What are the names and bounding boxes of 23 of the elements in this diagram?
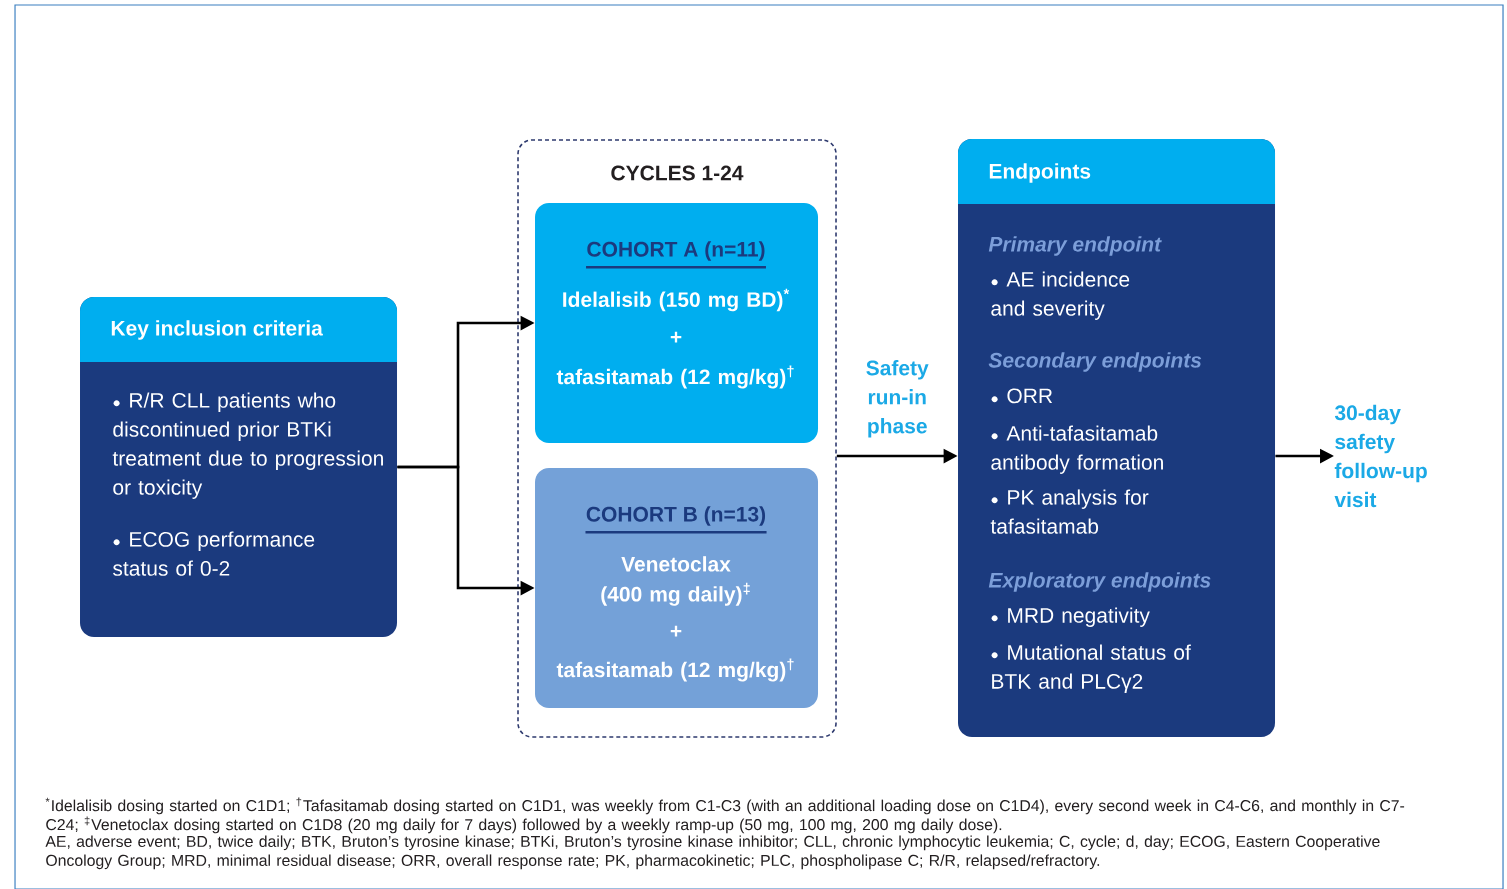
bullet-item: Mutational status of BTK and PLCγ2 (991, 644, 1191, 693)
dose-text: + (670, 625, 682, 637)
dose-text: Idelalisib (150 mg BD)$^{*}$ (563, 288, 790, 312)
bullet-item: ORR (991, 388, 1053, 404)
bullet-item: R/R CLL patients who discontinued prior BTKi treatment due to progression or toxicity (112, 392, 383, 499)
section-heading: Exploratory endpoints (988, 572, 1211, 592)
section-heading: Primary endpoint (988, 236, 1162, 256)
dose-text: tafasitamab (12 mg/kg)$^{†}$ (556, 658, 794, 682)
follow-up-text: 30-day safety follow-up visit (1334, 404, 1427, 508)
bullet-item: AE incidence and severity (991, 271, 1130, 320)
dose-text: Venetoclax (400 mg daily)$^{‡}$ (601, 556, 750, 606)
cohort-title: COHORT A (n=11) (586, 241, 766, 269)
footnote: $^{*}$Idelalisib dosing started on C1D1; $^{†}$Tafasitamab dosing started on C1D1, was weekly from C1-C3 (with an additional loading dose on C1D4), every second week in C4-C6, and monthly in C7-C24; $^{‡}$Venetoclax dosing started on C1D8 (20 mg daily for 7 days) followed by a weekly ramp-up (50 mg, 100 mg, 200 mg daily dose). (45, 797, 1405, 834)
section-heading: Secondary endpoints (988, 352, 1202, 372)
dose-text: + (670, 331, 682, 343)
cohort-title: COHORT B (n=13) (585, 506, 767, 534)
bullet-item: ECOG performance status of 0-2 (113, 531, 315, 576)
edge-label: Safety run-in phase (855, 358, 940, 440)
bullet-item: PK analysis for tafasitamab (990, 489, 1149, 534)
bullet-item: MRD negativity (991, 607, 1150, 627)
dose-text: tafasitamab (12 mg/kg)$^{†}$ (556, 365, 794, 389)
bullet-item: Anti-tafasitamab antibody formation (991, 425, 1163, 474)
footnote: AE, adverse event; BD, twice daily; BTK, Bruton’s tyrosine kinase; BTKi, Bruton’s tyrosine kinase inhibitor; CLL, chronic lymphocytic leukemia; C, cycle; d, day; ECOG, Eastern Cooperative Oncology Group; MRD, minimal residual disease; ORR, overall response rate; PK, pharmacokinetic; PLC, phospholipase C; R/R, relapsed/refractory. (45, 835, 1380, 870)
